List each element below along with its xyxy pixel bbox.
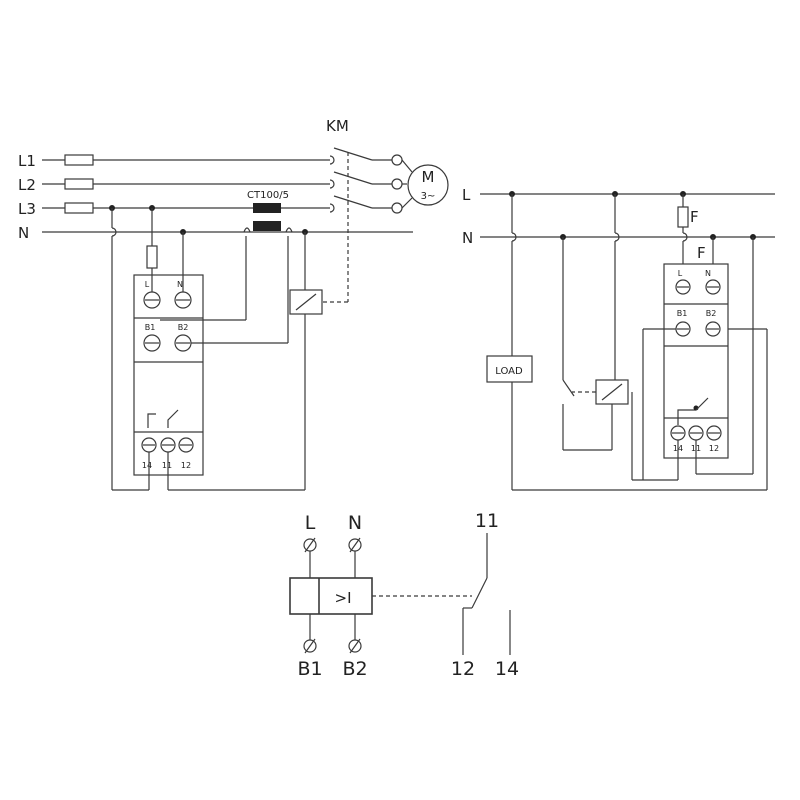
fuse-l3 (64, 202, 94, 214)
contact-label-12: 12 (451, 658, 475, 680)
contact-label-11: 11 (475, 510, 499, 532)
symbol-label-n: N (348, 512, 362, 534)
terminal-label-b2-right: B2 (706, 309, 717, 318)
symbol-label-b2: B2 (342, 658, 367, 680)
symbol-label-b1: B1 (297, 658, 322, 680)
symbol-function: >I (335, 589, 352, 607)
load-label: LOAD (495, 366, 523, 377)
load: LOAD (486, 194, 768, 491)
right-wiring-diagram: L N F F LOAD (462, 186, 775, 491)
phase-label-l2: L2 (18, 176, 36, 194)
motor: M 3~ (407, 164, 449, 206)
contactor-contacts (322, 147, 413, 303)
terminal-label-14: 14 (142, 461, 152, 470)
terminal-label-n-right: N (705, 269, 711, 278)
contactor-label: KM (326, 117, 349, 135)
contact-label-14: 14 (495, 658, 519, 680)
motor-phase: 3~ (421, 191, 436, 202)
terminal-label-b1: B1 (145, 323, 156, 332)
relay-wiring-left (111, 208, 306, 491)
line-label-right: L (462, 186, 471, 204)
left-wiring-diagram: L1 L2 L3 N KM (18, 117, 449, 491)
fuse-l1 (64, 154, 94, 166)
phase-label-l3: L3 (18, 200, 36, 218)
terminal-label-l-right: L (678, 269, 683, 278)
terminal-label-12-right: 12 (709, 444, 719, 453)
terminal-label-l: L (145, 280, 150, 289)
phase-lines (42, 154, 413, 233)
relay-wiring-right (631, 237, 754, 481)
terminal-label-b1-right: B1 (677, 309, 688, 318)
fuse-label: F (690, 208, 699, 226)
terminal-label-12: 12 (181, 461, 191, 470)
terminal-label-b2: B2 (178, 323, 189, 332)
fuse-label-2: F (697, 244, 706, 262)
relay-symbol: L N >I B1 B2 11 12 14 (289, 510, 519, 680)
terminal-label-11: 11 (162, 461, 172, 470)
terminal-label-n: N (177, 280, 183, 289)
symbol-label-l: L (305, 512, 316, 534)
neutral-label-left: N (18, 224, 29, 242)
phase-label-l1: L1 (18, 152, 36, 170)
fuse-l2 (64, 178, 94, 190)
motor-symbol: M (422, 168, 435, 186)
ct-label: CT100/5 (247, 190, 289, 201)
contactor-coil-right (562, 194, 633, 452)
neutral-label-right: N (462, 229, 473, 247)
relay-module-left: L N B1 B2 14 11 12 (133, 274, 204, 476)
current-transformer: CT100/5 (243, 190, 293, 233)
relay-module-right: L N B1 B2 14 11 12 (663, 263, 729, 459)
